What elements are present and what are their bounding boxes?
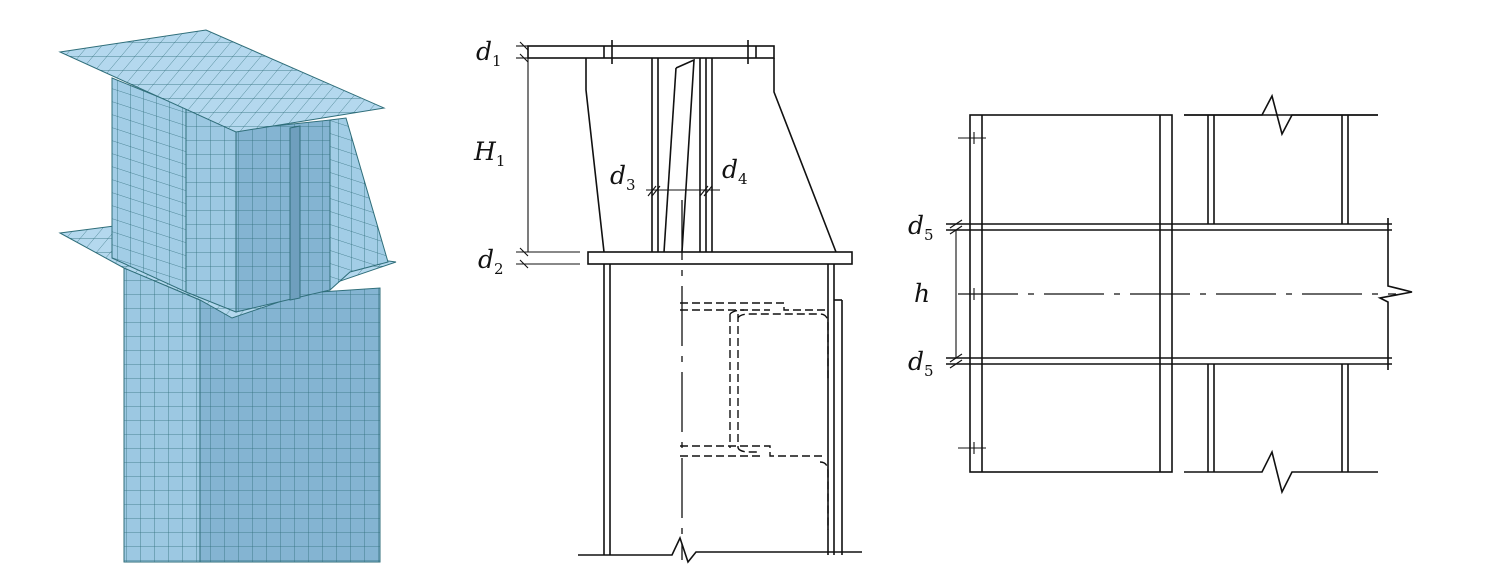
label-d4: d4 [722,155,748,188]
label-H1: H1 [473,137,505,170]
dimension-labels: d1 H1 d3 d4 d2 d5 h d5 [473,37,934,380]
label-d2: d2 [478,245,504,278]
mesh-stiffener-right [329,117,389,292]
top-flange-plate [527,45,775,59]
mesh-top-plate [58,29,386,133]
mesh-column-front [123,267,201,563]
mesh-web-left [111,77,187,293]
label-h: h [914,279,930,308]
label-d3: d3 [610,161,636,194]
elevation-drawing [516,40,862,564]
label-d5-bottom: d5 [908,347,934,380]
label-d5-top: d5 [908,211,934,244]
hidden-beam [680,302,829,530]
fe-mesh-model [58,29,397,563]
label-d1: d1 [476,37,502,70]
base-plate [587,251,853,265]
mesh-web-right [235,119,331,313]
mesh-column-side [199,287,381,563]
mesh-rib [289,125,301,301]
plan-drawing [946,93,1413,495]
mesh-web-center [185,107,237,313]
